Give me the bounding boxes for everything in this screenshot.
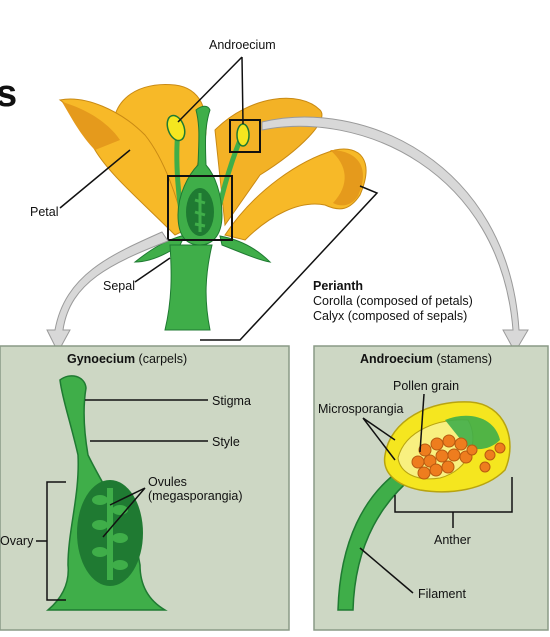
sepal-label: Sepal — [103, 279, 135, 293]
androecium-callout-box — [229, 119, 261, 153]
anther-label: Anther — [434, 533, 471, 547]
androecium-label: Androecium — [209, 38, 276, 52]
ovules-label-line1: Ovules — [148, 475, 187, 489]
pollen-grain-label: Pollen grain — [393, 379, 459, 393]
arrow-to-gynoecium — [46, 231, 169, 354]
arrow-to-androecium — [261, 116, 529, 354]
stigma-label: Stigma — [212, 394, 251, 408]
flower-leader-lines — [59, 56, 379, 341]
filament-label: Filament — [418, 587, 466, 601]
perianth-corolla: Corolla (composed of petals) — [313, 294, 473, 308]
gynoecium-callout-box — [167, 175, 233, 241]
microsporangia-label: Microsporangia — [318, 402, 404, 416]
petal-front-right — [224, 148, 367, 241]
receptacle-stalk — [164, 244, 213, 331]
flower-illustration — [58, 83, 367, 331]
ovary-label: Ovary — [0, 534, 34, 548]
androecium-panel: Androecium (stamens) Pollen grain Micros… — [313, 345, 549, 631]
style-label: Style — [212, 435, 240, 449]
perianth-calyx: Calyx (composed of sepals) — [313, 309, 467, 323]
gynoecium-panel: Gynoecium (carpels) Stigma Style Ovules … — [0, 345, 290, 631]
perianth-title: Perianth — [313, 279, 363, 293]
petal-label: Petal — [30, 205, 59, 219]
pollen-grains — [411, 434, 506, 480]
ovules-label-line2: (megasporangia) — [148, 489, 243, 503]
androecium-panel-title: Androecium (stamens) — [360, 352, 492, 366]
sepal-left — [133, 234, 186, 263]
cropped-heading-glyph: s — [0, 73, 17, 115]
gynoecium-panel-title: Gynoecium (carpels) — [67, 352, 187, 366]
